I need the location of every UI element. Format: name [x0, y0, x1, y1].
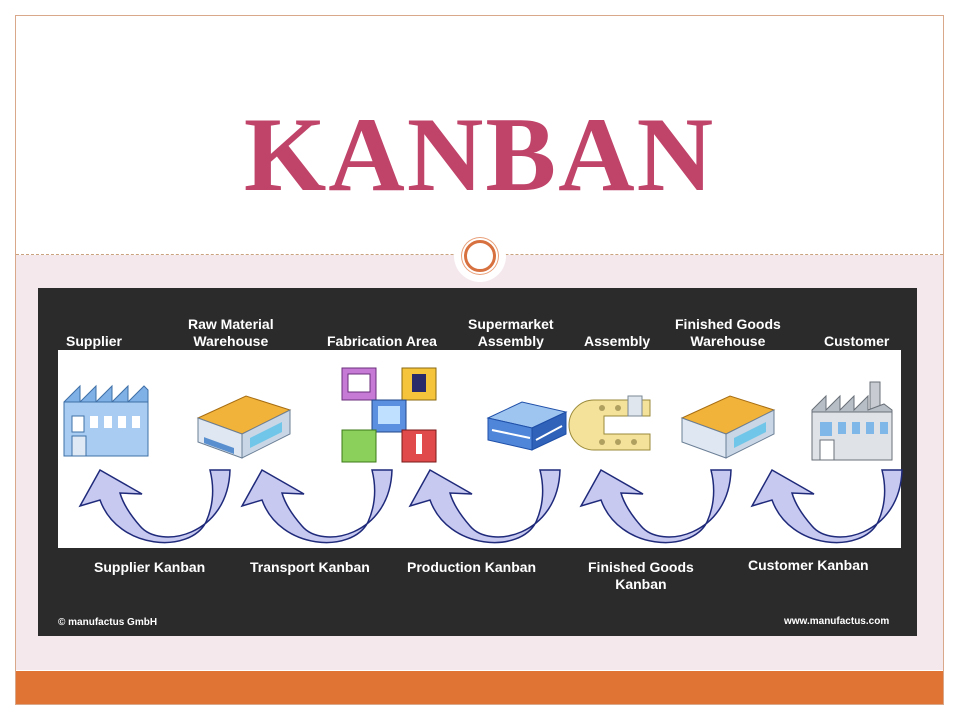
- divider-ornament-ring: [464, 240, 496, 272]
- slide-frame: [15, 15, 944, 705]
- finished-goods-warehouse-icon: [680, 395, 776, 459]
- station-label-fabrication-area: Fabrication Area: [327, 333, 437, 349]
- kanban-return-arrow: [240, 468, 393, 544]
- kanban-return-arrow: [579, 468, 732, 544]
- station-label-supplier: Supplier: [66, 333, 123, 349]
- assembly-conveyor-icon: [568, 395, 651, 451]
- kanban-label-finished-goods: Finished Goods Kanban: [588, 559, 694, 592]
- kanban-label-customer: Customer Kanban: [748, 557, 869, 573]
- kanban-return-arrow: [78, 468, 231, 544]
- station-label-supermarket-assembly: Supermarket Assembly: [468, 316, 554, 349]
- station-label-customer: Customer: [824, 333, 890, 349]
- slide-title: KANBAN: [243, 96, 716, 213]
- diagram-artwork: [63, 367, 903, 544]
- raw-material-warehouse-icon: [196, 395, 292, 459]
- station-label-raw-material-warehouse: Raw Material Warehouse: [188, 316, 274, 349]
- fabrication-machines-icon: [341, 367, 437, 463]
- footer-bar: [16, 671, 943, 704]
- kanban-label-production: Production Kanban: [407, 559, 537, 575]
- customer-factory-icon: [811, 381, 893, 461]
- station-label-assembly: Assembly: [584, 333, 651, 349]
- website-note: www.manufactus.com: [784, 616, 890, 627]
- supermarket-shelving-icon: [486, 401, 568, 451]
- copyright-note: © manufactus GmbH: [58, 617, 158, 628]
- title-area: [16, 16, 943, 254]
- kanban-arrows: [78, 468, 903, 544]
- kanban-label-transport: Transport Kanban: [250, 559, 370, 575]
- supplier-factory-icon: [63, 384, 149, 457]
- station-label-finished-goods-warehouse: Finished Goods Warehouse: [675, 316, 781, 349]
- kanban-label-supplier: Supplier Kanban: [94, 559, 206, 575]
- kanban-return-arrow: [408, 468, 561, 544]
- station-strip: [58, 350, 901, 548]
- kanban-return-arrow: [750, 468, 903, 544]
- kanban-diagram: Supplier Raw Material Warehouse Fabricat…: [38, 288, 917, 636]
